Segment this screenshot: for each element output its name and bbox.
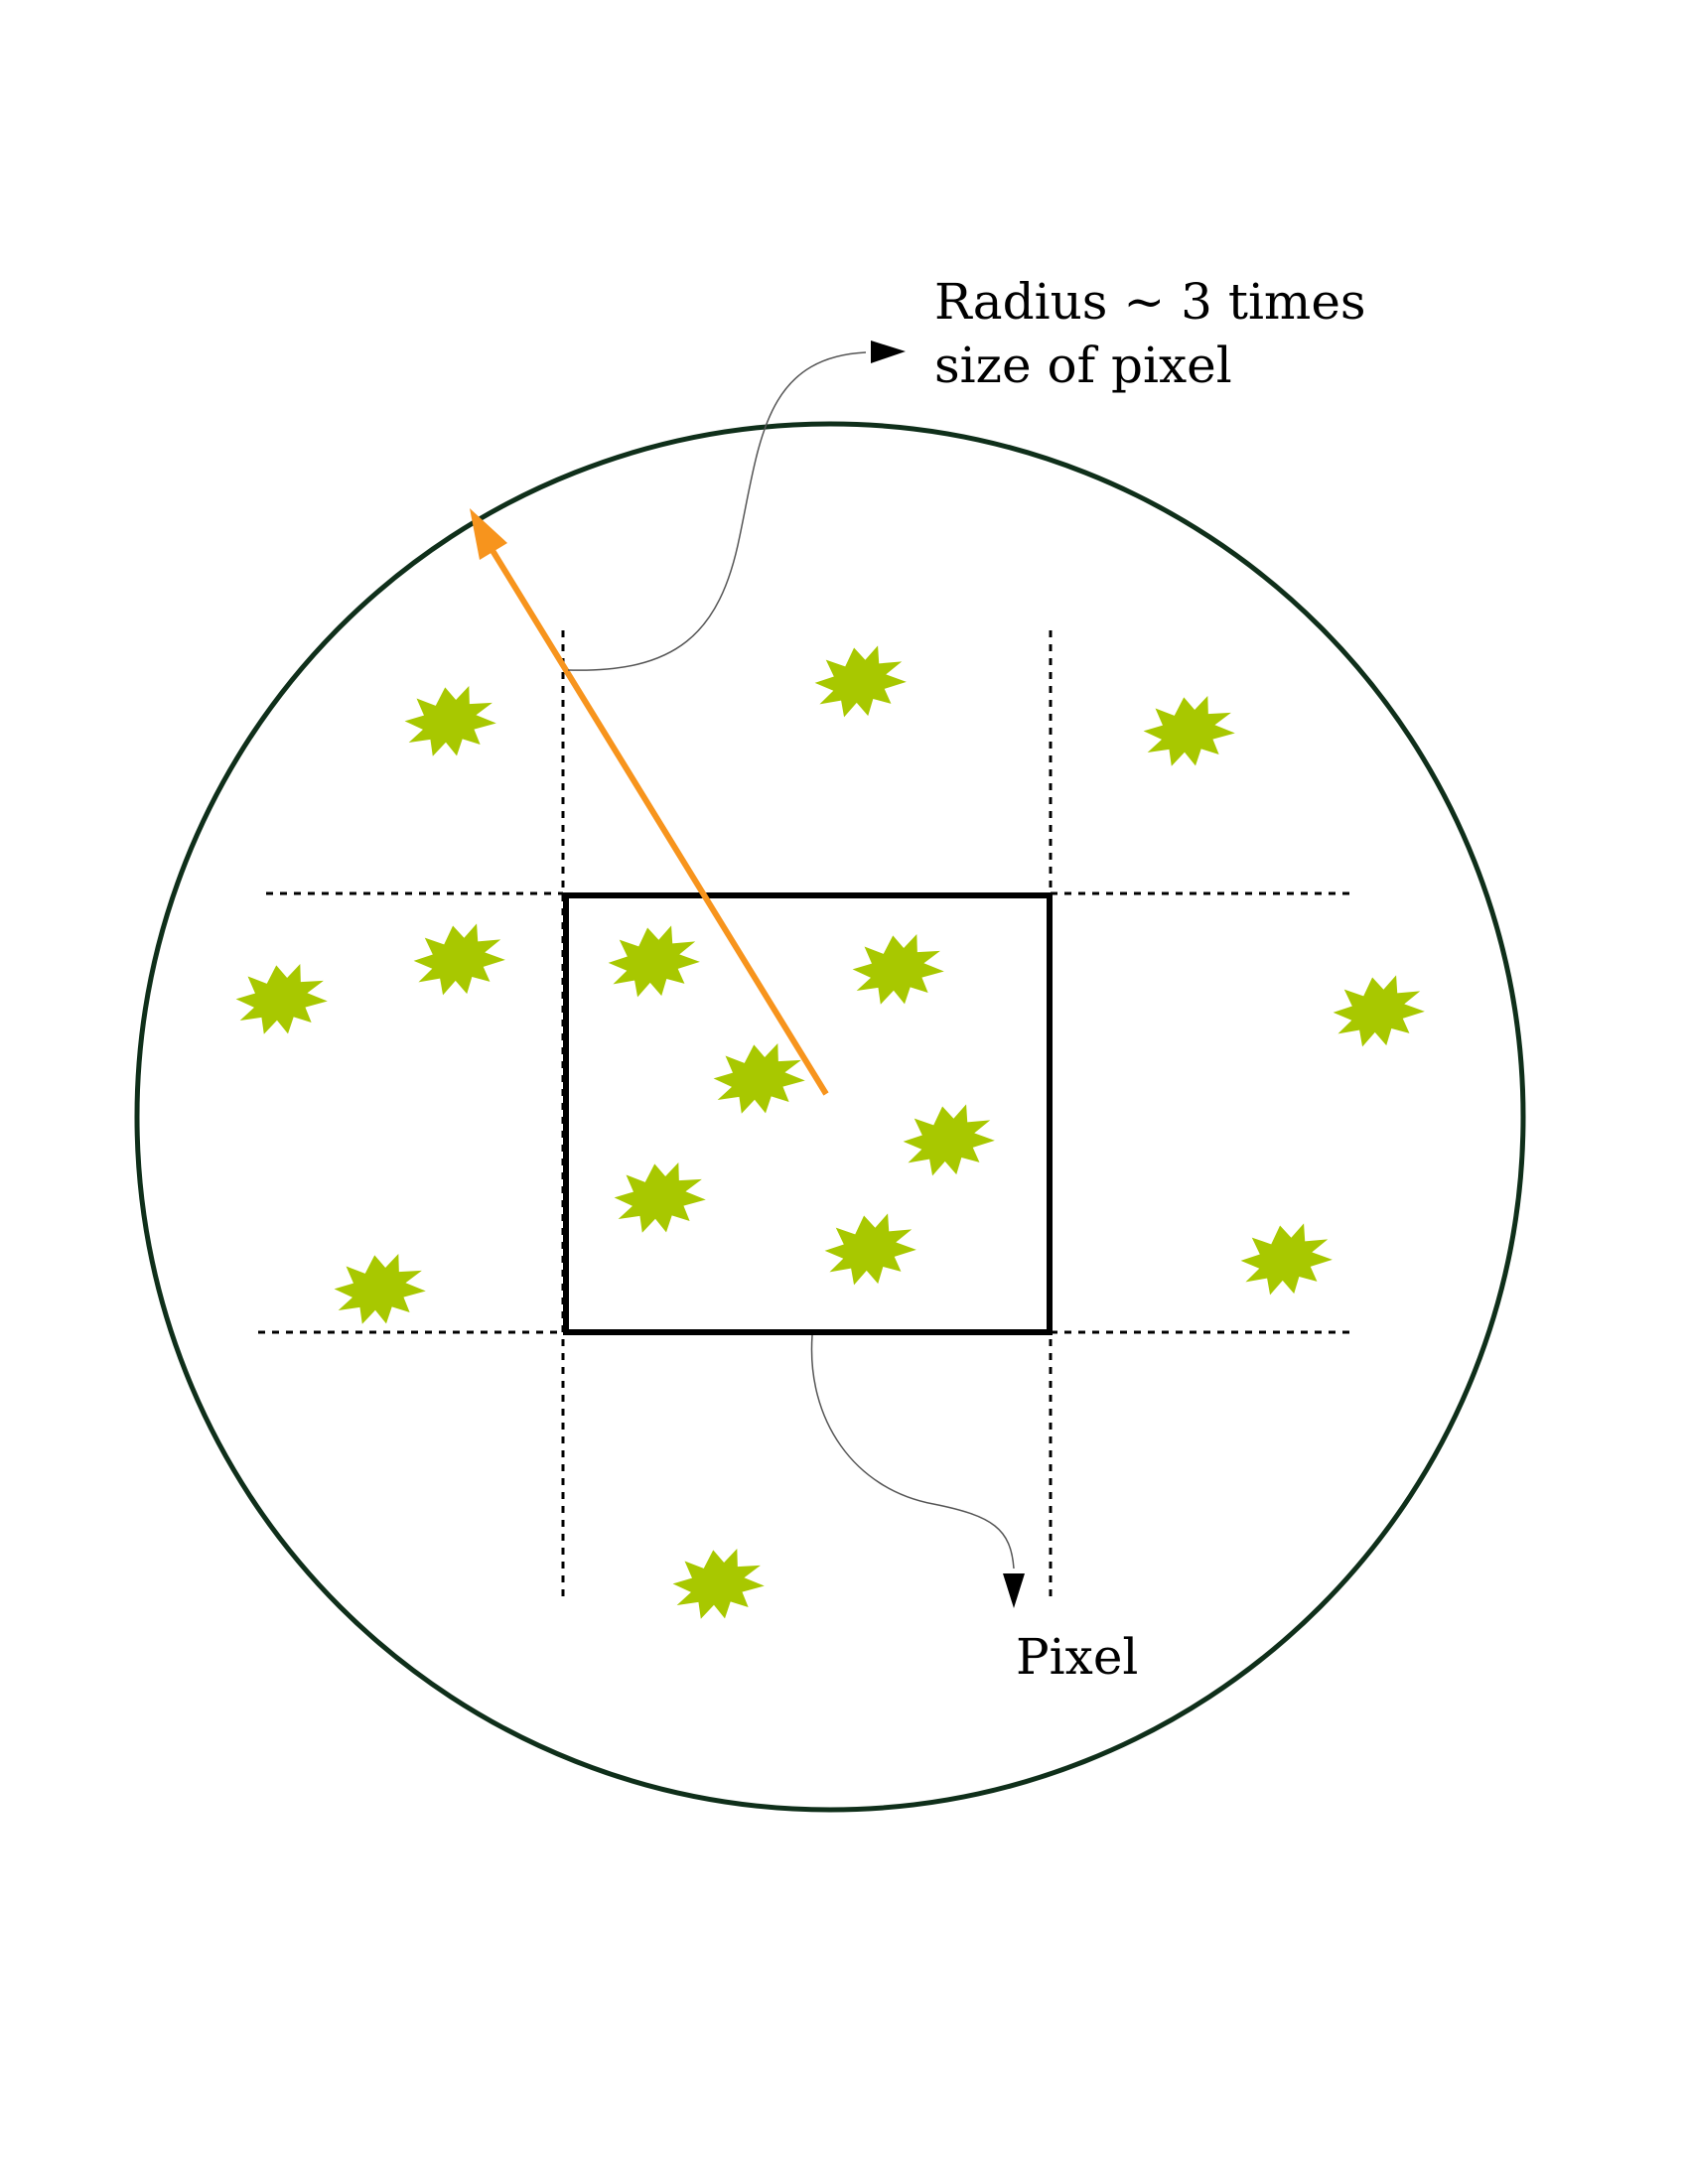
- particle-icon: [1235, 1217, 1337, 1302]
- particle-icon: [898, 1098, 1000, 1183]
- pixel-box: [563, 892, 1053, 1335]
- particle-icon: [819, 1207, 921, 1293]
- radius-leader: [567, 341, 906, 671]
- radius-label-line1: Radius ~ 3 times: [934, 273, 1366, 331]
- particle-icon: [603, 919, 705, 1005]
- particle-icon: [408, 917, 510, 1003]
- particle-icon: [848, 928, 948, 1011]
- radius-arrow: [470, 508, 829, 1096]
- particle-icon: [1139, 690, 1239, 772]
- pixel-leader-arrowhead-icon: [1003, 1573, 1025, 1608]
- pixel-leader: [810, 1334, 1025, 1608]
- pixel-label: Pixel: [1016, 1628, 1138, 1686]
- particles: [231, 639, 1430, 1625]
- radius-leader-arrowhead-icon: [871, 341, 906, 363]
- radius-arrowhead-icon: [470, 508, 507, 560]
- particle-icon: [709, 1037, 809, 1120]
- particle-icon: [400, 680, 500, 762]
- pixel-grid-lines: [258, 630, 1355, 1603]
- particle-icon: [1328, 969, 1430, 1054]
- radius-label-line2: size of pixel: [934, 337, 1232, 394]
- particle-icon: [231, 958, 332, 1040]
- particle-icon: [610, 1157, 710, 1239]
- particle-icon: [668, 1543, 769, 1625]
- particle-icon: [330, 1248, 430, 1330]
- particle-icon: [809, 639, 912, 725]
- neighborhood-circle: [134, 421, 1526, 1813]
